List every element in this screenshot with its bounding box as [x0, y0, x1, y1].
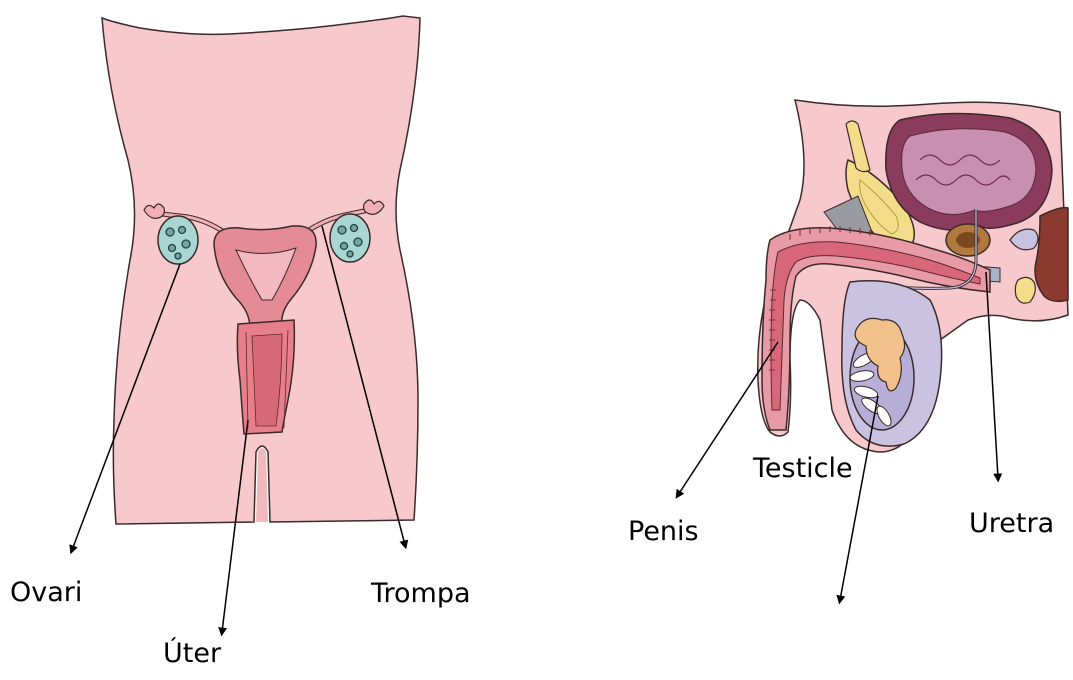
male-figure [758, 100, 1068, 452]
label-uter: Úter [163, 640, 221, 667]
label-uretra: Uretra [969, 510, 1054, 537]
label-testicle: Testicle [753, 455, 853, 482]
female-figure [102, 16, 420, 524]
leg-gap [256, 448, 268, 522]
label-penis: Penis [628, 518, 699, 545]
label-trompa: Trompa [371, 580, 471, 607]
label-ovari: Ovari [10, 579, 82, 606]
bulbourethral-gland [1015, 277, 1035, 303]
bladder-lining [902, 129, 1036, 215]
vaginal-canal [252, 334, 282, 426]
rectum [1035, 208, 1068, 302]
